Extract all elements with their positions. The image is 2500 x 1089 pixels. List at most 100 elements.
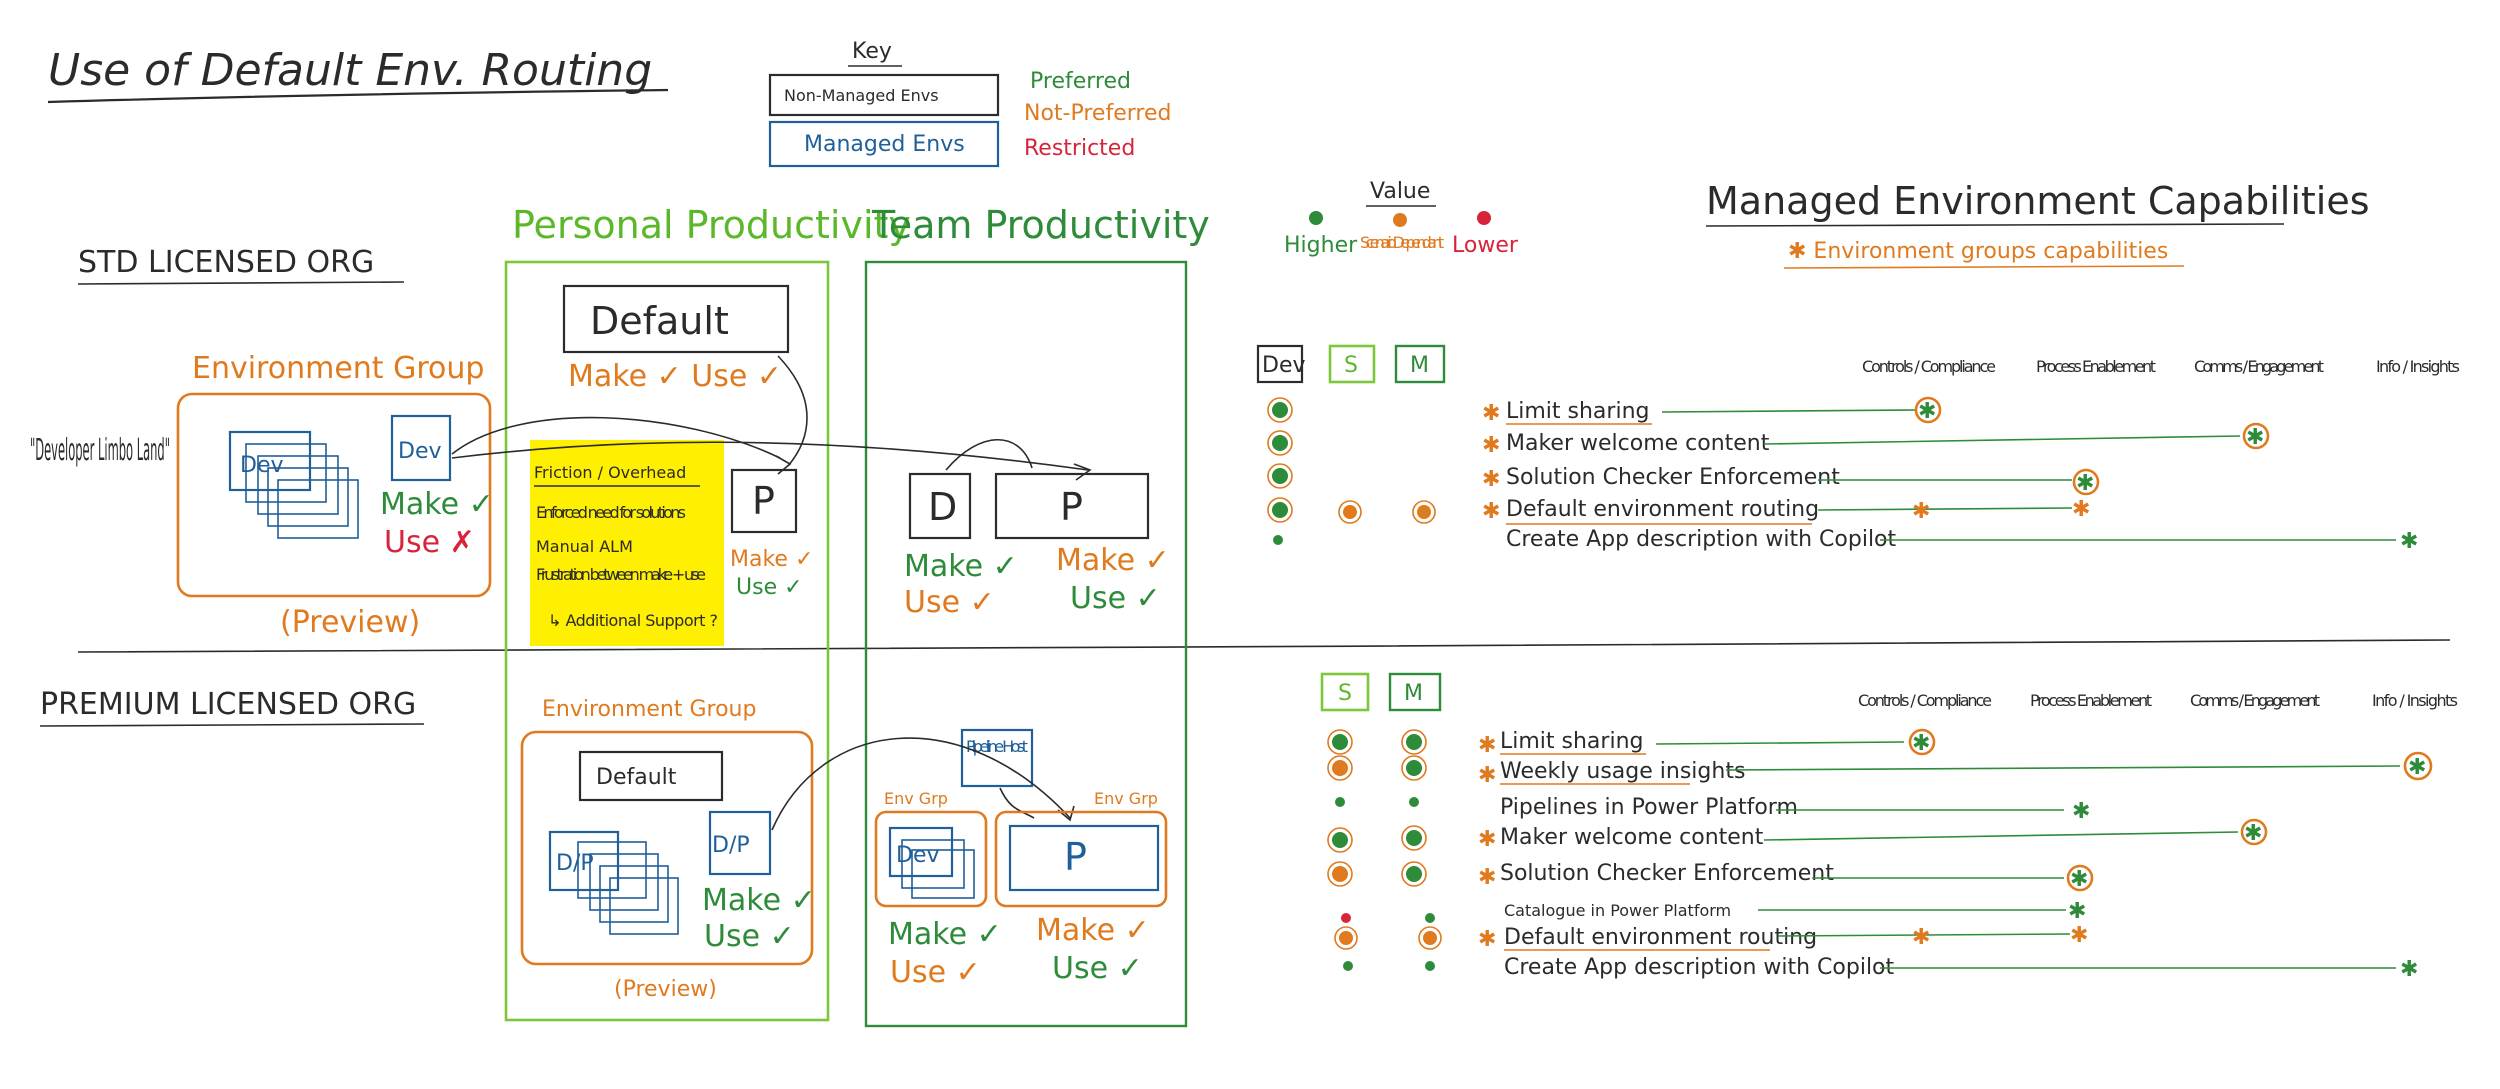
premium-default-box	[578, 750, 724, 802]
premium-cap-m-box	[1388, 672, 1442, 712]
premium-dp-make: Make ✓	[702, 883, 816, 918]
value-higher-label: Higher	[1284, 233, 1358, 258]
pipeline-host-label: Pipeline Host	[966, 737, 1028, 756]
std-cap-s-box	[1328, 344, 1376, 384]
friction-item: Enforced need for solutions	[536, 503, 686, 522]
premium-team-p-label: P	[1064, 835, 1087, 879]
pipeline-host-box	[960, 728, 1034, 788]
std-default-label: Default	[590, 299, 729, 343]
cap-header: Info / Insights	[2372, 691, 2458, 710]
svg-text:✱: ✱	[2246, 425, 2264, 450]
std-capability-rows: ✱ Limit sharing ✱ ✱ Maker welcome conten…	[1267, 396, 2418, 554]
value-scenario-dot	[1393, 213, 1407, 227]
premium-cap-row: Maker welcome content	[1500, 825, 1764, 850]
svg-text:✱: ✱	[2076, 471, 2094, 496]
personal-column-frame	[504, 260, 830, 1022]
value-lower-dot	[1477, 211, 1491, 225]
premium-team-dev-make: Make ✓	[888, 917, 1002, 952]
std-cap-row: Limit sharing	[1506, 399, 1649, 424]
premium-team-env-grp-1: Env Grp	[884, 789, 948, 808]
premium-cap-row: Pipelines in Power Platform	[1500, 795, 1798, 820]
std-cap-dev-box	[1256, 344, 1304, 384]
premium-default-label: Default	[596, 765, 677, 790]
std-default-box	[562, 284, 790, 354]
key-managed-label: Managed Envs	[804, 132, 965, 157]
std-cap-m-box	[1394, 344, 1446, 384]
friction-heading: Friction / Overhead	[534, 463, 686, 482]
capabilities-subheading: ✱ Environment groups capabilities	[1788, 239, 2168, 264]
premium-team-env-grp-2: Env Grp	[1094, 789, 1158, 808]
dev-to-p-arrow	[451, 416, 781, 459]
std-team-p-use: Use ✓	[1070, 581, 1161, 616]
premium-cap-s-box	[1320, 672, 1370, 712]
cap-header: Controls / Compliance	[1862, 357, 1996, 376]
std-cap-row: Solution Checker Enforcement	[1506, 465, 1840, 490]
premium-team-p-use: Use ✓	[1052, 951, 1143, 986]
std-team-d-use: Use ✓	[904, 585, 995, 620]
std-cap-row: Create App description with Copilot	[1506, 527, 1897, 552]
svg-text:✱: ✱	[1912, 925, 1930, 950]
std-dev-stack-label: Dev	[240, 453, 284, 478]
premium-cap-row: Limit sharing	[1500, 729, 1643, 754]
premium-cap-row: Create App description with Copilot	[1504, 955, 1895, 980]
premium-dp-box	[708, 810, 772, 876]
premium-cap-s-label: S	[1338, 681, 1352, 706]
friction-item: ↳ Additional Support ?	[548, 611, 718, 630]
svg-text:✱: ✱	[2400, 529, 2418, 554]
premium-dp-stack-label: D/P	[556, 851, 594, 876]
std-dev-make: Make ✓	[380, 487, 494, 522]
std-cap-s-label: S	[1344, 353, 1358, 378]
std-org-label: STD LICENSED ORG	[78, 245, 374, 280]
cap-header: Process Enablement	[2030, 691, 2152, 710]
premium-dp-box-label: D/P	[712, 833, 750, 858]
value-scenario-label: Scenario Dependant	[1360, 233, 1444, 252]
std-cap-row: Maker welcome content	[1506, 431, 1770, 456]
svg-text:✱: ✱	[1482, 499, 1500, 524]
std-dev-stack-front	[228, 430, 312, 492]
std-team-d-box	[908, 472, 972, 540]
std-personal-p-label: P	[752, 479, 775, 523]
default-to-p-arrow	[777, 355, 808, 467]
cap-header: Controls / Compliance	[1858, 691, 1992, 710]
std-default-caption: Make ✓ Use ✓	[568, 359, 782, 394]
svg-text:✱: ✱	[1482, 433, 1500, 458]
std-personal-p-use: Use ✓	[736, 575, 803, 600]
value-heading: Value	[1370, 179, 1430, 204]
team-column-frame	[864, 260, 1188, 1028]
key-preferred: Preferred	[1030, 69, 1131, 94]
std-cap-row-star: ✱	[1482, 401, 1500, 426]
cap-header: Comms / Engagement	[2194, 357, 2324, 376]
svg-text:✱: ✱	[2072, 497, 2090, 522]
std-personal-p-make: Make ✓	[730, 547, 813, 572]
key-not-preferred: Not-Preferred	[1024, 101, 1171, 126]
svg-text:✱: ✱	[2408, 755, 2426, 780]
premium-env-group-label: Environment Group	[542, 697, 756, 722]
premium-environment-group: Environment Group Default D/P D/P Make ✓…	[520, 697, 816, 1002]
premium-team-dev-label: Dev	[896, 843, 940, 868]
key-non-managed-box	[768, 73, 1000, 117]
premium-team-dev-box	[888, 826, 954, 878]
personal-productivity-header: Personal Productivity	[512, 203, 911, 247]
svg-text:✱: ✱	[2070, 867, 2088, 892]
value-higher-dot	[1309, 211, 1323, 225]
std-environment-group: Environment Group Dev Dev Make ✓ Use ✗ (…	[176, 351, 494, 640]
key-heading: Key	[852, 39, 892, 64]
svg-text:✱: ✱	[1912, 499, 1930, 524]
page-title: Use of Default Env. Routing	[48, 45, 652, 96]
std-cap-dev-label: Dev	[1262, 353, 1306, 378]
svg-text:✱: ✱	[1482, 467, 1500, 492]
premium-cap-row: Weekly usage insights	[1500, 759, 1745, 784]
friction-item: Frustration between make + use	[536, 565, 706, 584]
value-legend: Value Higher Scenario Dependant Lower	[1284, 179, 1519, 258]
premium-team-p-make: Make ✓	[1036, 913, 1150, 948]
svg-text:✱: ✱	[1478, 827, 1496, 852]
premium-capability-rows: ✱ Limit sharing ✱ ✱ Weekly usage insight…	[1327, 728, 2433, 982]
premium-cap-m-label: M	[1404, 681, 1423, 706]
std-team-p-box	[994, 472, 1150, 540]
svg-text:✱: ✱	[1912, 731, 1930, 756]
std-dev-box	[390, 414, 452, 482]
premium-dp-use: Use ✓	[704, 919, 795, 954]
svg-text:✱: ✱	[2244, 821, 2262, 846]
cap-header: Comms / Engagement	[2190, 691, 2320, 710]
